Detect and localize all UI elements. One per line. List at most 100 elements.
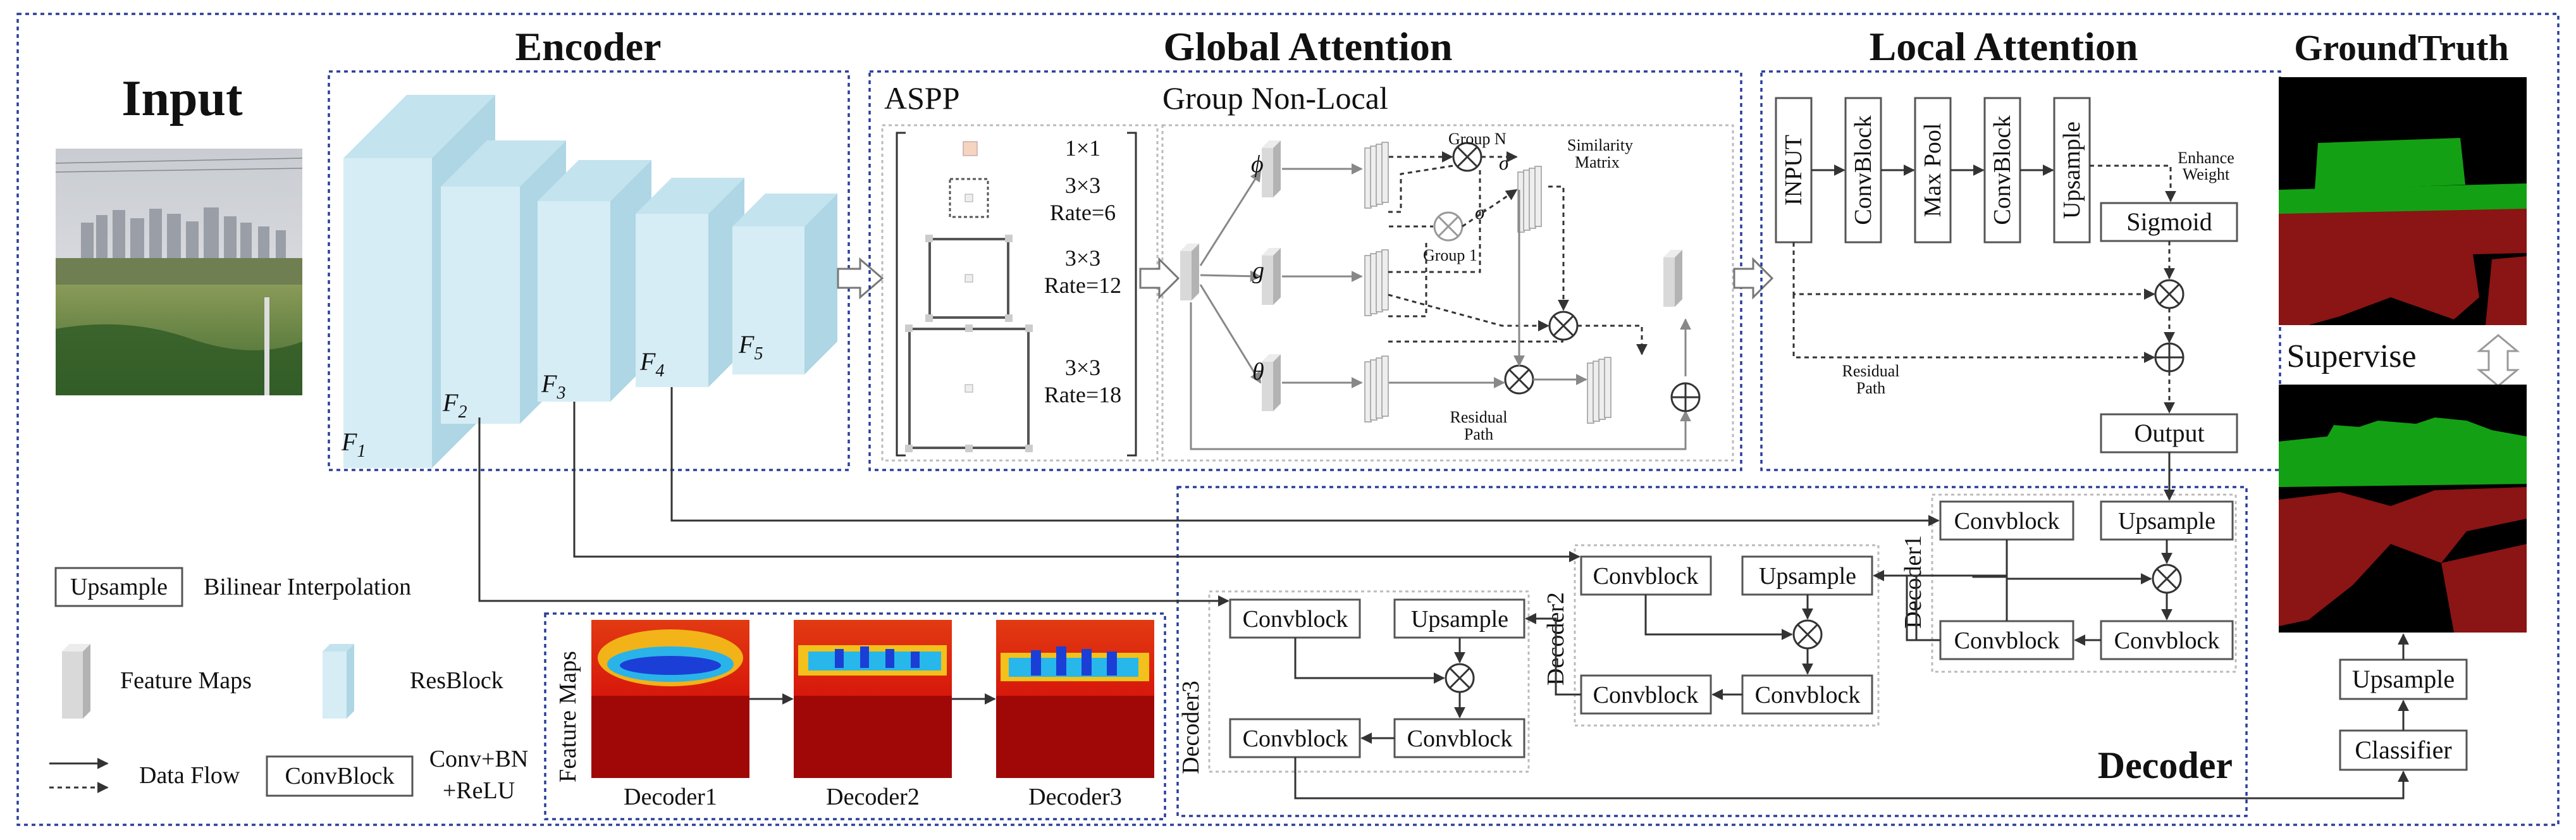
legend-bilinear: Bilinear Interpolation [204, 574, 411, 600]
la-maxpool: Max Pool [1920, 123, 1946, 218]
d1-multiply [2152, 564, 2182, 594]
head-upsample-box: Upsample [2352, 665, 2455, 693]
heatmap-decoder1 [591, 620, 749, 778]
la-multiply [2154, 279, 2185, 309]
heatmap-decoder2 [794, 620, 952, 778]
g-label: g [1252, 257, 1264, 284]
feature-maps-panel-title: Feature Maps [555, 651, 581, 782]
d3-convblock-right: Convblock [1407, 726, 1513, 752]
legend-resblock: ResBlock [410, 667, 503, 694]
la-add [2154, 342, 2185, 373]
aspp-bracket-left [896, 132, 906, 457]
d3-convblock-top: Convblock [1243, 606, 1348, 633]
d2-convblock-top: Convblock [1593, 563, 1699, 590]
legend-upsample-text: Upsample [70, 574, 168, 600]
legend-convblock-box [266, 755, 414, 797]
legend-relu: +ReLU [443, 777, 515, 804]
sigmoid-box: Sigmoid [2126, 207, 2212, 236]
f5-label: F5 [738, 330, 763, 364]
aspp-to-gnl-arrow [1139, 257, 1180, 300]
aspp-r2-rate: Rate=6 [1050, 200, 1116, 225]
d3-convblock-left: Convblock [1243, 726, 1348, 752]
legend-conv-bn: Conv+BN [429, 746, 529, 772]
d2-convblock-left: Convblock [1593, 682, 1699, 708]
aspp-r3-kernel: 3×3 [1065, 245, 1100, 271]
residual-multiply [1504, 364, 1534, 395]
encoder-title: Encoder [515, 24, 661, 69]
group-n-label: Group N [1448, 130, 1507, 148]
heatmap-decoder3 [996, 620, 1154, 778]
similarity-matrix-stack [1517, 166, 1542, 233]
la-convblock-2: ConvBlock [1989, 115, 2016, 225]
global-attention-title: Global Attention [1164, 24, 1453, 69]
resblock-f3 [538, 160, 651, 402]
similarity-label: Similarity [1567, 136, 1633, 154]
phi-feature-map [1262, 140, 1281, 197]
input-title: Input [121, 71, 243, 127]
aspp-kernel-rate12 [925, 235, 1013, 322]
d1-convblock-top: Convblock [1954, 508, 2060, 534]
aspp-r4-rate: Rate=18 [1044, 382, 1121, 407]
phi-groups [1364, 142, 1389, 209]
aspp-r4-kernel: 3×3 [1065, 355, 1100, 380]
group-nonlocal-title: Group Non-Local [1162, 80, 1388, 116]
f1-label: F1 [341, 428, 366, 461]
g-groups [1364, 249, 1389, 316]
supervise-label: Supervise [2286, 338, 2416, 374]
la-output-box: Output [2134, 419, 2204, 447]
theta-feature-map [1262, 354, 1281, 411]
input-image [55, 149, 303, 395]
la-convblock-1: ConvBlock [1850, 115, 1877, 225]
prediction-image [2279, 385, 2527, 633]
legend-resblock-icon [323, 644, 354, 719]
group-1-label: Group 1 [1423, 246, 1477, 264]
aspp-r1-kernel: 1×1 [1065, 135, 1100, 161]
theta-groups [1364, 355, 1389, 423]
aspp-r3-rate: Rate=12 [1044, 273, 1121, 298]
groundtruth-image [2279, 77, 2527, 325]
theta-label: θ [1252, 359, 1264, 385]
decoder-frame [1176, 486, 2248, 817]
output-groups [1587, 357, 1612, 424]
gnl-path-label: Path [1464, 425, 1493, 443]
g-feature-map [1262, 248, 1281, 305]
la-upsample: Upsample [2059, 121, 2085, 219]
d1-convblock-right: Convblock [2114, 627, 2220, 654]
feature-maps-frame [544, 612, 1166, 820]
la-input-box: INPUT [1780, 135, 1807, 206]
d3-multiply [1445, 663, 1475, 693]
attention-multiply [1548, 311, 1579, 341]
aspp-bracket-right [1127, 132, 1137, 457]
d2-upsample: Upsample [1759, 563, 1856, 590]
groundtruth-title: GroundTruth [2294, 27, 2509, 68]
d1-convblock-left: Convblock [1954, 627, 2060, 654]
encoder-to-global-arrow [837, 257, 884, 300]
aspp-kernel-1x1 [963, 141, 978, 156]
gnl-residual-add [1670, 382, 1701, 412]
legend-upsample-box [54, 567, 183, 607]
local-attention-title: Local Attention [1870, 24, 2138, 69]
gnl-input-feature-map [1180, 244, 1199, 300]
legend-feature-maps: Feature Maps [120, 667, 252, 694]
decoder3-frame [1208, 590, 1530, 773]
d3-upsample: Upsample [1411, 606, 1508, 633]
heatmap-caption-3: Decoder3 [1028, 784, 1122, 810]
decoder2-frame [1574, 544, 1880, 727]
la-residual-label: Residual [1842, 362, 1900, 380]
supervise-arrow [2476, 334, 2520, 387]
legend-feature-map-icon [62, 644, 90, 719]
decoder1-frame [1931, 493, 2237, 673]
enhance-label: Enhance [2178, 149, 2234, 167]
d2-convblock-right: Convblock [1755, 682, 1861, 708]
head-classifier-box: Classifier [2355, 736, 2451, 764]
group-1-multiply [1433, 211, 1464, 242]
local-attention-frame [1760, 70, 2281, 471]
sigma-n-label: σ [1499, 151, 1510, 174]
decoder1-label: Decoder1 [1900, 535, 1926, 629]
la-path-label: Path [1856, 379, 1885, 397]
gnl-output-feature-map [1663, 250, 1682, 307]
f3-label: F3 [541, 369, 565, 403]
legend-data-flow: Data Flow [139, 762, 240, 789]
gnl-residual-label: Residual [1450, 408, 1508, 426]
